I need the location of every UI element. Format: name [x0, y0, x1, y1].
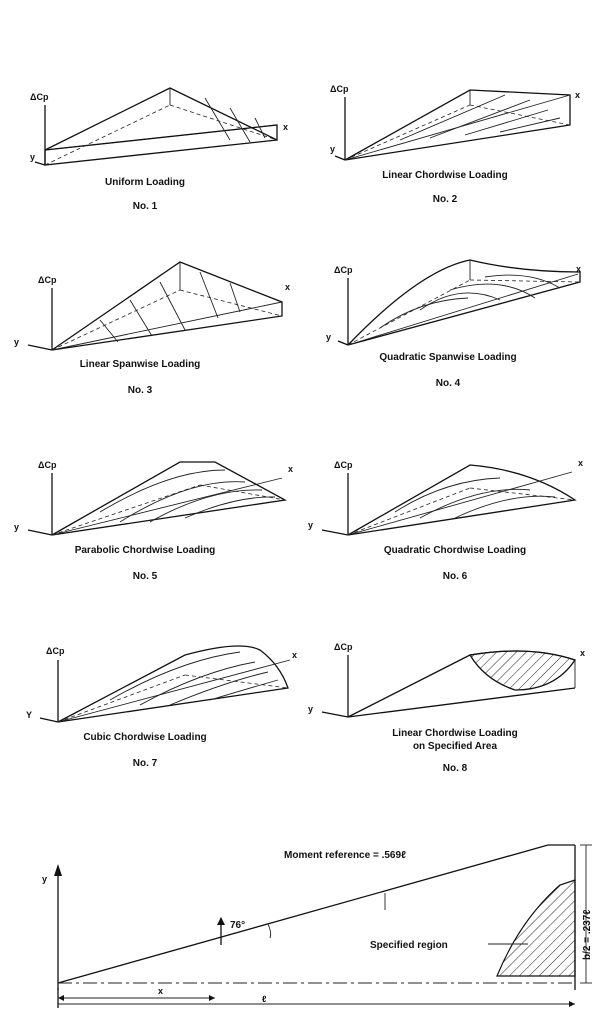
- dcp-axis-label: ΔCp: [334, 460, 353, 470]
- dcp-axis-label: ΔCp: [38, 275, 57, 285]
- y-axis-label: y: [30, 152, 35, 162]
- dcp-axis-label: ΔCp: [46, 646, 65, 656]
- length-dimension-label: ℓ: [262, 994, 267, 1004]
- panel-linear-spanwise-loading: ΔCp y x Linear Spanwise Loading No. 3: [14, 261, 290, 396]
- panel-caption: Parabolic Chordwise Loading: [75, 545, 216, 556]
- panel-linear-chordwise-specified-area: ΔCp y x Linear Chordwise Loading on Spec…: [308, 642, 585, 774]
- panel-caption: Uniform Loading: [105, 177, 185, 188]
- y-axis-label: y: [326, 332, 331, 342]
- panel-caption: Linear Chordwise Loading: [382, 170, 508, 181]
- panel-number: No. 8: [443, 763, 468, 774]
- panel-number: No. 3: [128, 385, 153, 396]
- moment-reference-label: Moment reference = .569ℓ: [284, 850, 406, 861]
- panel-number: No. 1: [133, 201, 158, 212]
- x-axis-label: x: [580, 648, 585, 658]
- dcp-axis-label: ΔCp: [330, 84, 349, 94]
- x-axis-label: x: [285, 282, 290, 292]
- panel-cubic-chordwise-loading: ΔCp Y x Cubic Chordwise Loading No. 7: [26, 645, 297, 769]
- y-axis-label: y: [308, 520, 313, 530]
- x-axis-label: x: [575, 90, 580, 100]
- x-dimension-label: x: [158, 986, 163, 996]
- dcp-axis-label: ΔCp: [38, 460, 57, 470]
- x-axis-label: x: [292, 650, 297, 660]
- y-axis-label: y: [308, 704, 313, 714]
- panel-quadratic-chordwise-loading: ΔCp y x Quadratic Chordwise Loading No. …: [308, 458, 583, 582]
- specified-region-label: Specified region: [370, 940, 448, 951]
- y-axis-label: y: [14, 337, 19, 347]
- panel-quadratic-spanwise-loading: ΔCp y x Quadratic Spanwise Loading No. 4: [326, 259, 581, 389]
- x-axis-label: x: [578, 458, 583, 468]
- panel-number: No. 6: [443, 571, 468, 582]
- panel-uniform-loading: ΔCp y x Uniform Loading No. 1: [30, 87, 288, 212]
- panel-caption: Linear Chordwise Loading: [392, 728, 518, 739]
- sweep-angle-label: 76°: [230, 920, 245, 931]
- panel-caption: Quadratic Chordwise Loading: [384, 545, 526, 556]
- semispan-label: b/2 = .237ℓ: [582, 910, 593, 960]
- panel-number: No. 7: [133, 758, 158, 769]
- x-axis-label: x: [288, 464, 293, 474]
- panel-number: No. 5: [133, 571, 158, 582]
- dcp-axis-label: ΔCp: [30, 92, 49, 102]
- y-axis-label: y: [330, 144, 335, 154]
- panel-number: No. 4: [436, 378, 461, 389]
- planform-diagram: Moment reference = .569ℓ y Specified reg…: [42, 844, 593, 1008]
- x-axis-label: x: [283, 122, 288, 132]
- panel-caption: Cubic Chordwise Loading: [83, 732, 206, 743]
- x-axis-label: x: [576, 264, 581, 274]
- y-axis-label: y: [14, 522, 19, 532]
- dcp-axis-label: ΔCp: [334, 642, 353, 652]
- panel-number: No. 2: [433, 194, 458, 205]
- planform-y-label: y: [42, 874, 47, 884]
- panel-caption-line2: on Specified Area: [413, 741, 498, 752]
- panel-caption: Linear Spanwise Loading: [80, 359, 201, 370]
- Y-axis-label: Y: [26, 710, 32, 720]
- panel-linear-chordwise-loading: ΔCp y x Linear Chordwise Loading No. 2: [330, 84, 580, 205]
- panel-caption: Quadratic Spanwise Loading: [379, 352, 516, 363]
- dcp-axis-label: ΔCp: [334, 265, 353, 275]
- panel-parabolic-chordwise-loading: ΔCp y x Parabolic Chordwise Loading No. …: [14, 460, 293, 582]
